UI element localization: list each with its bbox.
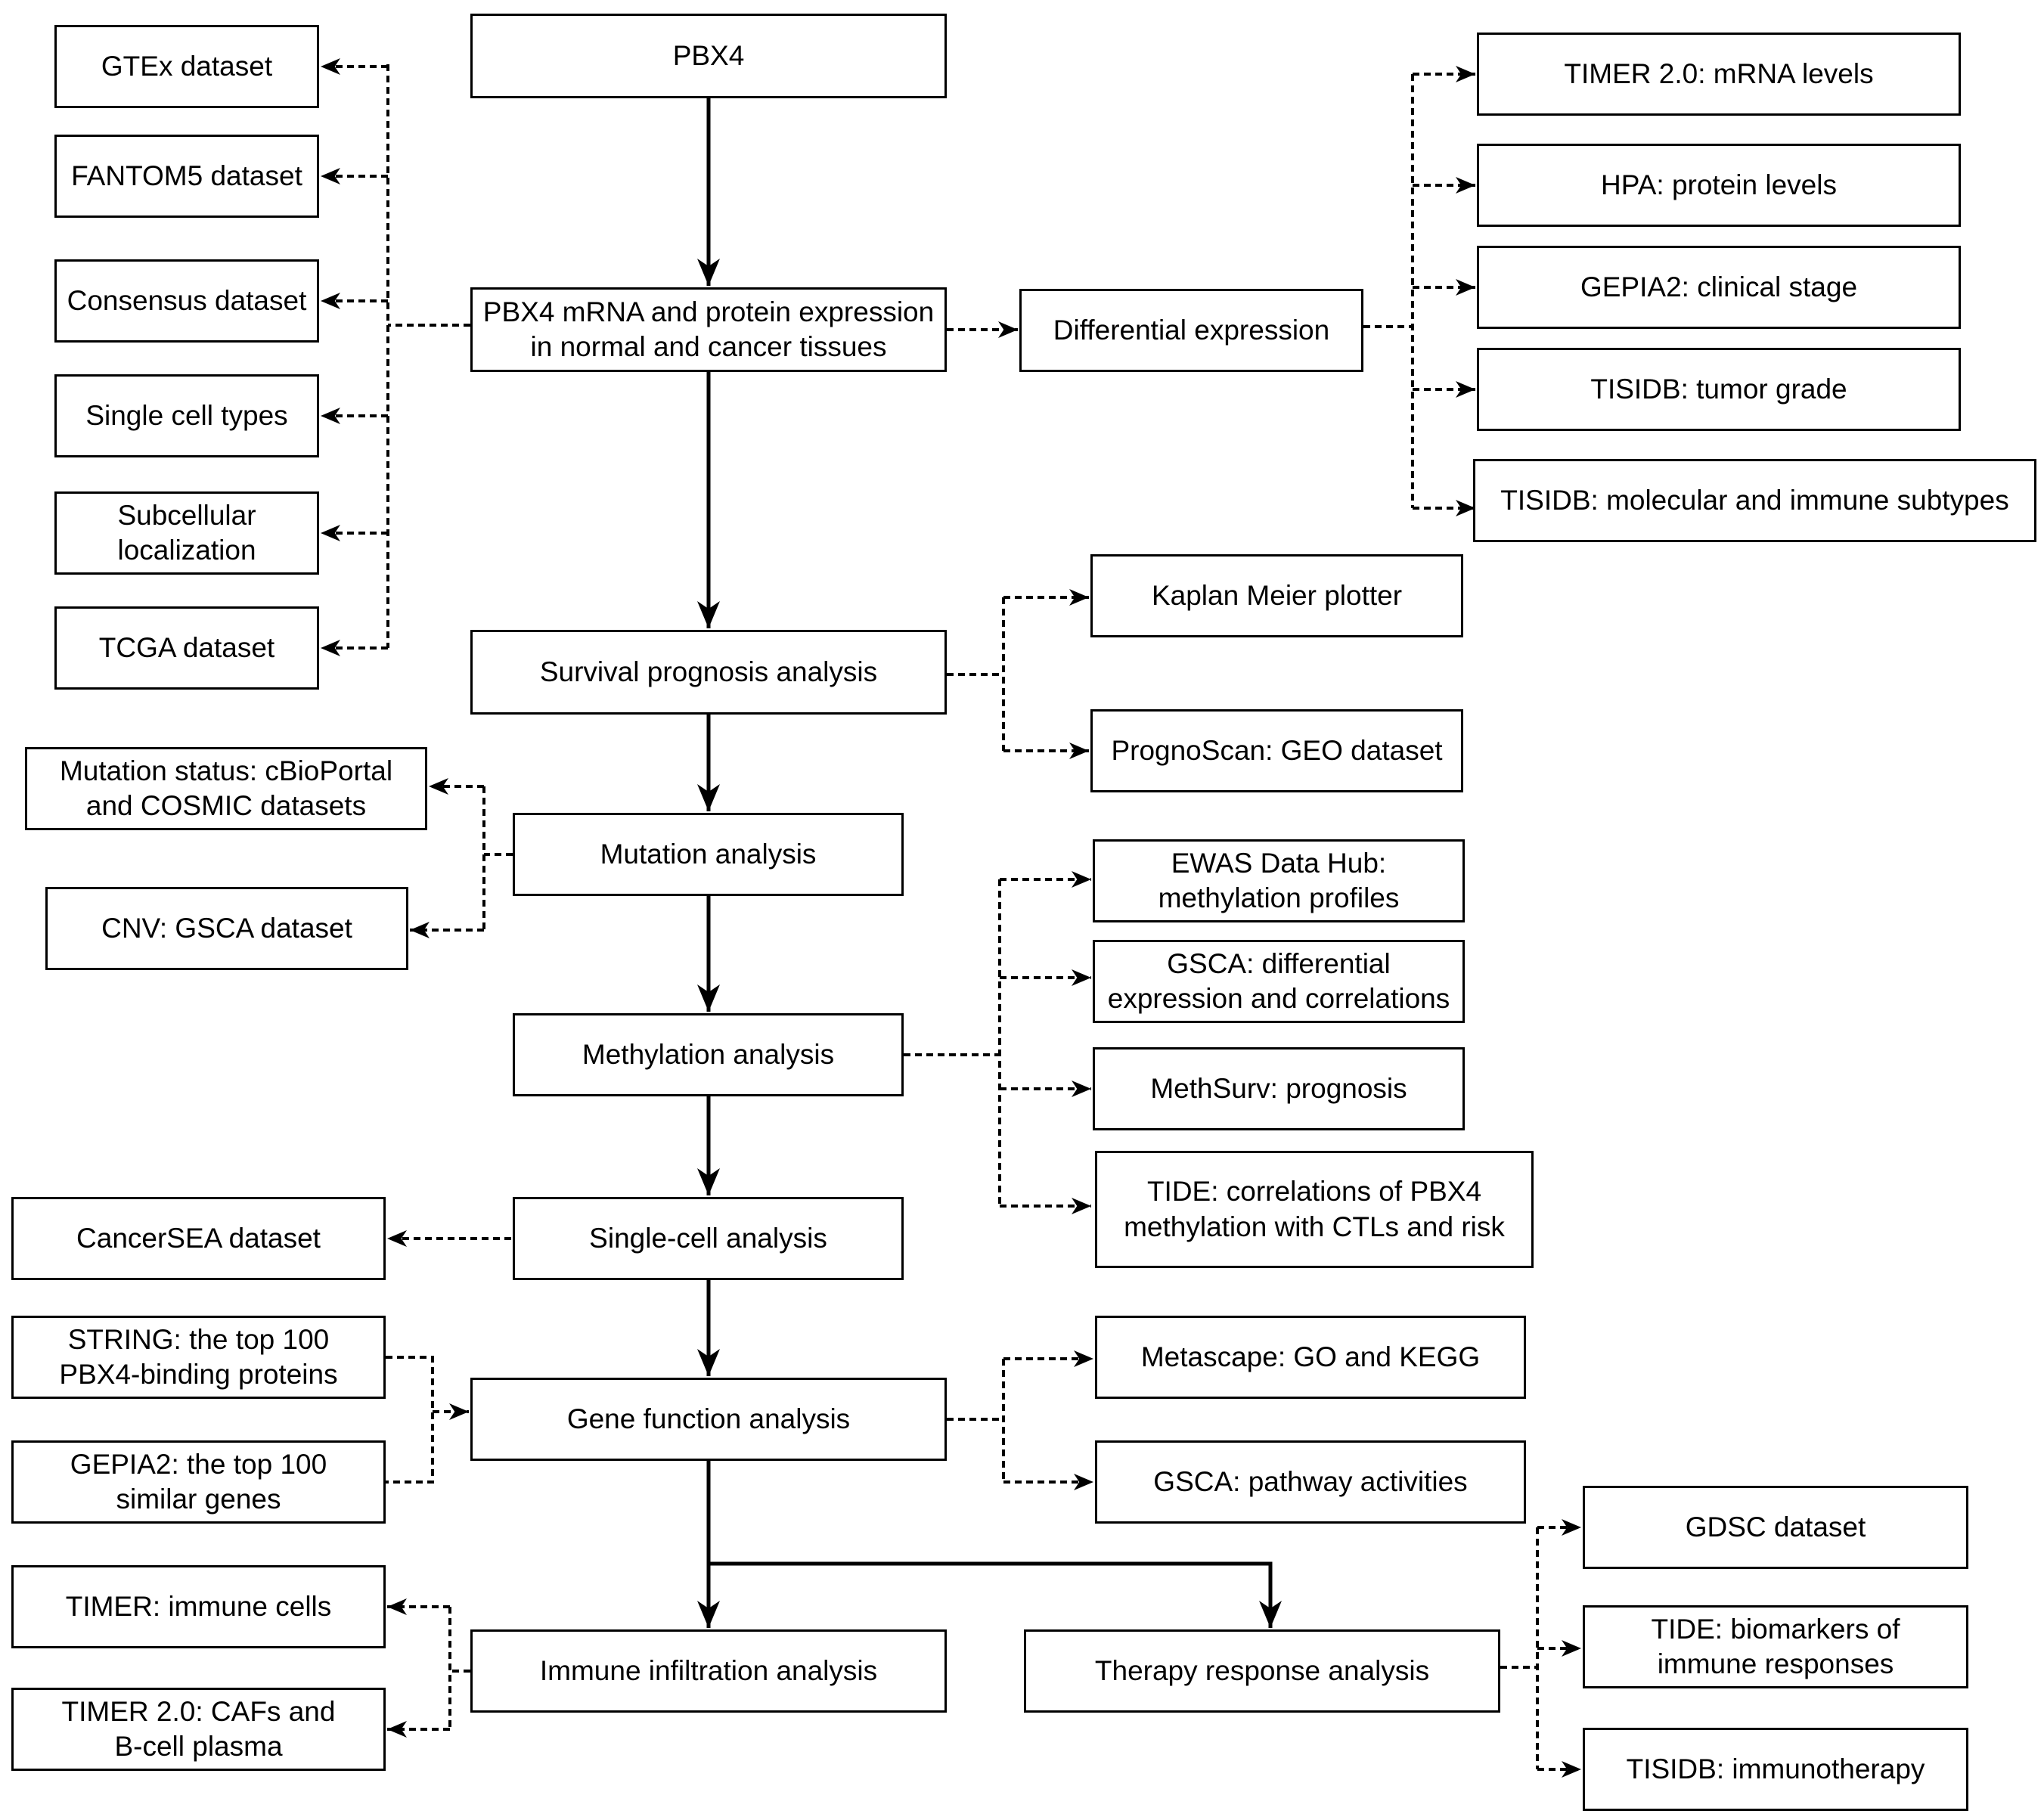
solid-edge-0-arrowhead	[697, 259, 720, 286]
node-cancersea-dataset: CancerSEA dataset	[11, 1197, 386, 1280]
node-timer2-cafs: TIMER 2.0: CAFs and B-cell plasma	[11, 1688, 386, 1771]
dashed-edge-48-arrowhead	[387, 1721, 407, 1738]
dashed-edge-53-arrowhead	[1562, 1761, 1581, 1778]
node-ewas-data-hub: EWAS Data Hub: methylation profiles	[1093, 839, 1465, 922]
solid-edge-2-arrowhead	[697, 784, 720, 811]
node-gtex-dataset: GTEx dataset	[54, 25, 319, 108]
dashed-edge-21-arrowhead	[1456, 279, 1475, 296]
node-metascape-go-kegg: Metascape: GO and KEGG	[1095, 1316, 1526, 1399]
dashed-edge-12-arrowhead	[321, 293, 340, 309]
dashed-edge-14-arrowhead	[321, 525, 340, 541]
node-consensus-dataset: Consensus dataset	[54, 259, 319, 343]
dashed-edge-38-arrowhead	[387, 1230, 407, 1247]
dashed-edge-39	[386, 1356, 434, 1484]
dashed-edge-34-arrowhead	[1072, 871, 1091, 888]
node-timer2-mrna-levels: TIMER 2.0: mRNA levels	[1477, 33, 1961, 116]
solid-edge-3-arrowhead	[697, 984, 720, 1012]
dashed-edge-51-arrowhead	[1562, 1519, 1581, 1536]
dashed-edge-16-arrowhead	[998, 321, 1018, 338]
dashed-edge-23-arrowhead	[1456, 500, 1475, 516]
dashed-edge-43-arrowhead	[1074, 1350, 1093, 1367]
dashed-edge-13-arrowhead	[321, 408, 340, 424]
node-gepia2-similar-genes: GEPIA2: the top 100 similar genes	[11, 1440, 386, 1524]
dashed-edge-36-arrowhead	[1072, 1081, 1091, 1097]
solid-edge-1-arrowhead	[697, 601, 720, 628]
dashed-edge-47-arrowhead	[387, 1598, 407, 1615]
node-mutation-analysis: Mutation analysis	[513, 813, 904, 896]
node-mutation-status: Mutation status: cBioPortal and COSMIC d…	[25, 747, 427, 830]
node-immune-infiltration-analysis: Immune infiltration analysis	[470, 1629, 947, 1713]
node-pbx4: PBX4	[470, 14, 947, 98]
node-gsca-pathway-activities: GSCA: pathway activities	[1095, 1440, 1526, 1524]
dashed-edge-37-arrowhead	[1072, 1198, 1091, 1214]
node-expression: PBX4 mRNA and protein expression in norm…	[470, 287, 947, 372]
node-fantom5-dataset: FANTOM5 dataset	[54, 135, 319, 218]
node-tisidb-subtypes: TISIDB: molecular and immune subtypes	[1473, 459, 2036, 542]
node-tisidb-immunotherapy: TISIDB: immunotherapy	[1583, 1728, 1968, 1811]
dashed-edge-20-arrowhead	[1456, 177, 1475, 194]
node-prognoscan-geo: PrognoScan: GEO dataset	[1090, 709, 1463, 792]
dashed-edge-30-arrowhead	[429, 778, 448, 795]
dashed-edge-31-arrowhead	[410, 922, 430, 938]
dashed-edge-44-arrowhead	[1074, 1474, 1093, 1490]
node-tide-biomarkers: TIDE: biomarkers of immune responses	[1583, 1605, 1968, 1688]
node-subcellular-localization: Subcellular localization	[54, 491, 319, 575]
solid-edge-6-arrowhead	[697, 1601, 720, 1628]
node-methylation-analysis: Methylation analysis	[513, 1013, 904, 1096]
node-gene-function-analysis: Gene function analysis	[470, 1378, 947, 1461]
dashed-edge-15-arrowhead	[321, 640, 340, 656]
node-gsca-differential: GSCA: differential expression and correl…	[1093, 940, 1465, 1023]
dashed-edge-35-arrowhead	[1072, 969, 1091, 986]
node-cnv-gsca: CNV: GSCA dataset	[45, 887, 408, 970]
node-survival-prognosis: Survival prognosis analysis	[470, 630, 947, 715]
node-gepia2-clinical-stage: GEPIA2: clinical stage	[1477, 246, 1961, 329]
dashed-edge-27-arrowhead	[1069, 743, 1089, 759]
solid-edge-7	[709, 1561, 1273, 1628]
dashed-edge-26-arrowhead	[1069, 589, 1089, 606]
solid-edge-5-arrowhead	[697, 1349, 720, 1376]
node-hpa-protein-levels: HPA: protein levels	[1477, 144, 1961, 227]
node-methsurv-prognosis: MethSurv: prognosis	[1093, 1047, 1465, 1130]
node-gdsc-dataset: GDSC dataset	[1583, 1486, 1968, 1569]
node-tide-methylation: TIDE: correlations of PBX4 methylation w…	[1095, 1151, 1534, 1268]
dashed-edge-19-arrowhead	[1456, 66, 1475, 82]
dashed-edge-10-arrowhead	[321, 58, 340, 75]
dashed-edge-40-arrowhead	[449, 1403, 469, 1420]
node-tcga-dataset: TCGA dataset	[54, 606, 319, 690]
dashed-edge-52-arrowhead	[1562, 1640, 1581, 1657]
node-string-binding-proteins: STRING: the top 100 PBX4-binding protein…	[11, 1316, 386, 1399]
node-single-cell-types: Single cell types	[54, 374, 319, 457]
node-therapy-response-analysis: Therapy response analysis	[1024, 1629, 1500, 1713]
node-differential-expression: Differential expression	[1019, 289, 1363, 372]
node-kaplan-meier-plotter: Kaplan Meier plotter	[1090, 554, 1463, 637]
node-timer-immune-cells: TIMER: immune cells	[11, 1565, 386, 1648]
solid-edge-4-arrowhead	[697, 1168, 720, 1195]
dashed-edge-22-arrowhead	[1456, 381, 1475, 398]
solid-edge-7-arrowhead	[1259, 1601, 1282, 1628]
dashed-edge-11-arrowhead	[321, 168, 340, 184]
node-tisidb-tumor-grade: TISIDB: tumor grade	[1477, 348, 1961, 431]
node-single-cell-analysis: Single-cell analysis	[513, 1197, 904, 1280]
